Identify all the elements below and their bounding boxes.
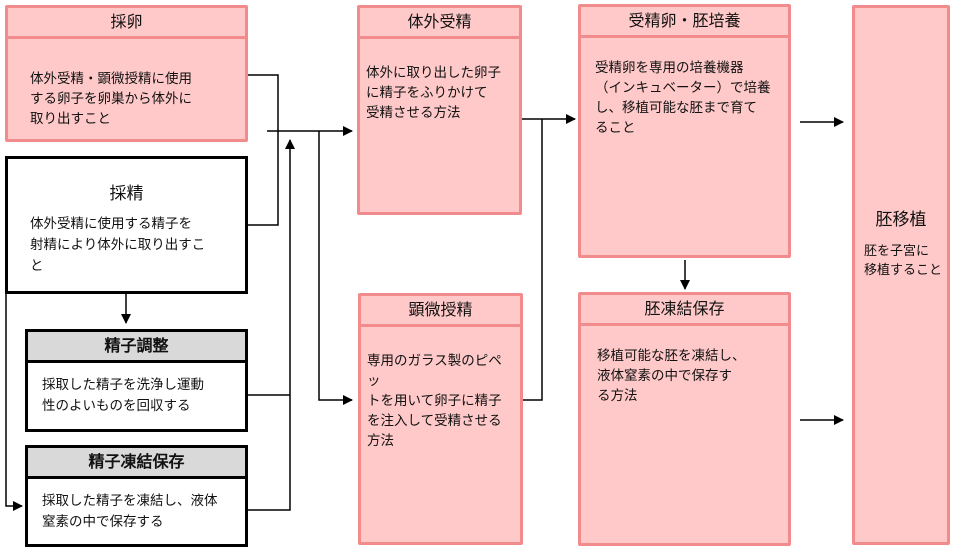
ivf-title: 体外受精 [360, 8, 519, 39]
sperm-preparation-title: 精子調整 [28, 332, 245, 363]
sperm-preparation-text: 採取した精子を洗浄し運動 性のよいものを回収する [42, 377, 204, 414]
sperm-freezing-text: 採取した精子を凍結し、液体 窒素の中で保存する [42, 493, 218, 530]
embryo-culture-box: 受精卵・胚培養 受精卵を専用の培養機器 （インキュベーター）で培養 し、移植可能… [578, 4, 791, 258]
ivf-text: 体外に取り出した卵子 に精子をふりかけて 受精させる方法 [366, 65, 501, 121]
connector-sperm-freezing-up [248, 139, 295, 511]
sperm-collection-title: 採精 [109, 184, 144, 204]
icsi-text: 専用のガラス製のピペッ トを用いて卵子に精子 を注入して受精させる 方法 [367, 353, 502, 449]
embryo-freezing-text: 移植可能な胚を凍結し、 液体窒素の中で保存す る方法 [597, 348, 746, 404]
embryo-freezing-title: 胚凍結保存 [581, 295, 788, 326]
arrow-to-icsi [318, 131, 353, 405]
icsi-title: 顕微授精 [361, 296, 520, 327]
embryo-transfer-title: 胚移植 [875, 210, 927, 230]
egg-retrieval-title: 採卵 [8, 8, 245, 39]
connector-sperm-collection [248, 131, 279, 226]
sperm-collection-box: 採精 体外受精に使用する精子を 射精により体外に取り出すこ と [5, 156, 248, 294]
egg-retrieval-text: 体外受精・顕微授精に使用 する卵子を卵巣から体外に 取り出すこと [30, 71, 192, 127]
embryo-culture-title: 受精卵・胚培養 [581, 7, 788, 38]
embryo-transfer-box: 胚移植 胚を子宮に 移植すること [852, 5, 950, 545]
egg-retrieval-box: 採卵 体外受精・顕微授精に使用 する卵子を卵巣から体外に 取り出すこと [5, 5, 248, 142]
embryo-culture-text: 受精卵を専用の培養機器 （インキュベーター）で培養 し、移植可能な胚まで育て る… [595, 60, 771, 136]
connector-egg-retrieval [248, 74, 279, 131]
embryo-transfer-text: 胚を子宮に 移植すること [864, 244, 943, 278]
ivf-box: 体外受精 体外に取り出した卵子 に精子をふりかけて 受精させる方法 [357, 5, 522, 215]
arrow-to-sperm-freezing [5, 293, 23, 511]
sperm-collection-text: 体外受精に使用する精子を 射精により体外に取り出すこ と [30, 216, 206, 274]
icsi-box: 顕微授精 専用のガラス製のピペッ トを用いて卵子に精子 を注入して受精させる 方… [358, 293, 523, 545]
connector-icsi [522, 119, 543, 401]
sperm-preparation-box: 精子調整 採取した精子を洗浄し運動 性のよいものを回収する [25, 329, 248, 432]
embryo-freezing-box: 胚凍結保存 移植可能な胚を凍結し、 液体窒素の中で保存す る方法 [578, 292, 791, 546]
sperm-freezing-title: 精子凍結保存 [28, 448, 245, 479]
sperm-freezing-box: 精子凍結保存 採取した精子を凍結し、液体 窒素の中で保存する [25, 445, 248, 547]
